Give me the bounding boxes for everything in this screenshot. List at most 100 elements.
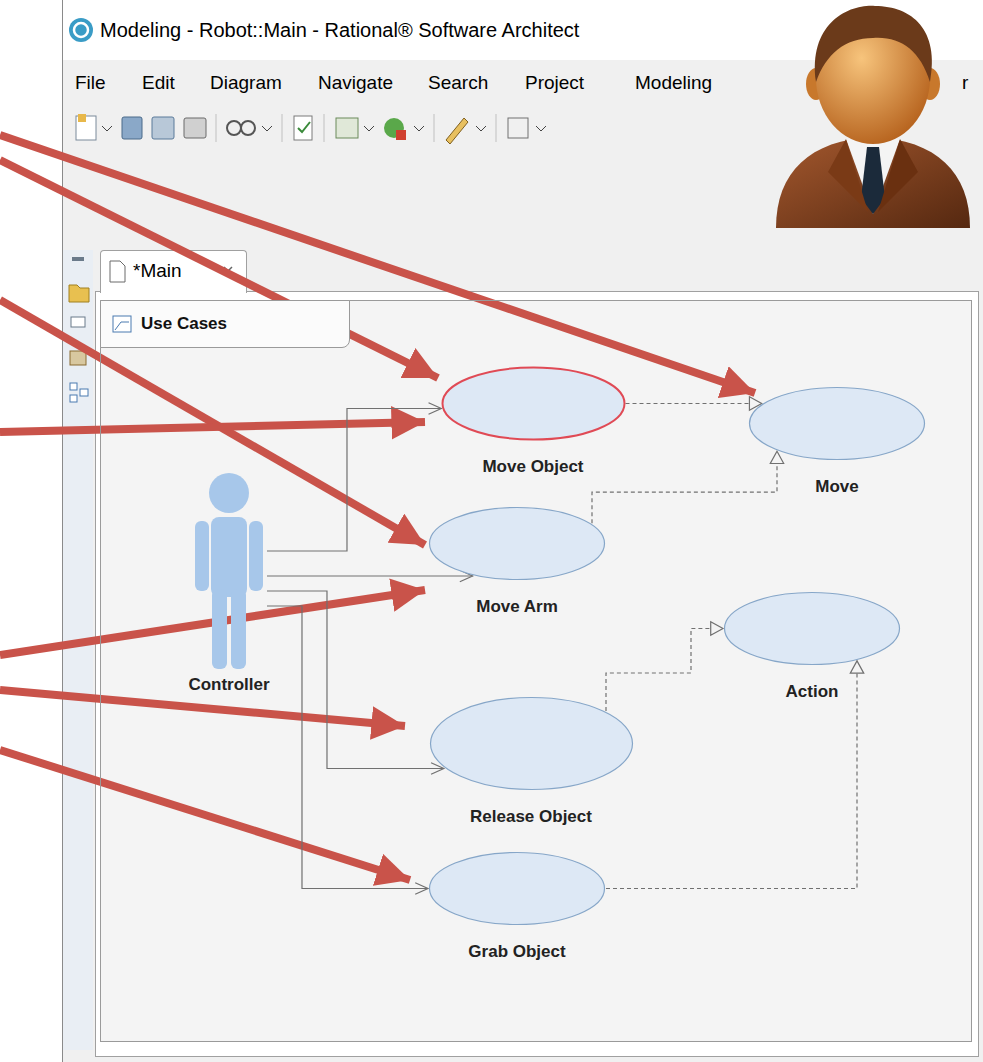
suit — [776, 137, 970, 228]
connector-line — [606, 629, 723, 712]
strip-icon — [72, 257, 84, 261]
use-case: Move — [748, 386, 926, 497]
arrow-head — [429, 403, 442, 414]
frame-icon — [111, 313, 133, 335]
association-connector — [267, 570, 473, 581]
connector-line — [267, 606, 428, 889]
toolbar-dropdown — [364, 126, 374, 131]
use-case-outline — [430, 853, 605, 925]
strip-icon — [70, 351, 86, 365]
menu-item: File — [75, 72, 106, 95]
strip-icon — [71, 317, 85, 327]
actor-leg — [231, 589, 246, 669]
toolbar-separator — [282, 114, 283, 142]
toolbar-icon — [508, 118, 528, 138]
callout-arrow — [0, 160, 438, 378]
connector-line — [592, 451, 777, 523]
use-case-name: Action — [786, 682, 839, 702]
menu-item: Project — [525, 72, 584, 95]
use-case-name: Move — [815, 477, 858, 497]
actor-figure — [191, 471, 267, 671]
generalization-connector — [606, 661, 864, 889]
toolbar-icon — [184, 118, 206, 138]
generalization-connector — [606, 622, 723, 711]
use-case: Move Object — [441, 366, 626, 477]
toolbar-separator — [434, 114, 435, 142]
use-case-outline — [430, 698, 632, 790]
window-title: Modeling - Robot::Main - Rational® Softw… — [100, 18, 579, 42]
use-case: Release Object — [429, 696, 634, 827]
toolbar-separator — [324, 114, 325, 142]
user-icon — [770, 0, 976, 228]
actor-arm — [195, 521, 209, 591]
generalization-head — [770, 451, 783, 463]
use-case-name: Grab Object — [468, 942, 565, 962]
menu-item: Diagram — [210, 72, 282, 95]
diagram-frame: Use CasesMove ObjectMoveController Move A… — [100, 300, 972, 1042]
callout-arrow — [0, 135, 755, 393]
toolbar-icon — [446, 118, 468, 144]
toolbar-separator — [216, 114, 217, 142]
association-connector — [267, 591, 444, 774]
connector-line — [267, 575, 473, 576]
use-case-outline — [750, 388, 925, 460]
use-case-ellipse — [748, 386, 926, 461]
use-case: Grab Object — [428, 851, 606, 962]
menu-item: r — [962, 72, 968, 95]
toolbar-icon — [78, 114, 86, 122]
toolbar-icon — [241, 121, 255, 135]
actor-leg — [212, 589, 227, 669]
callout-arrow — [0, 690, 405, 726]
frame-icon-box — [113, 316, 131, 332]
frame-title: Use Cases — [141, 314, 227, 334]
use-case-outline — [442, 368, 624, 440]
connector-line — [626, 403, 762, 404]
toolbar-icon — [122, 117, 142, 139]
use-case-ellipse — [428, 851, 606, 926]
side-strip — [63, 250, 93, 1050]
lapel — [828, 139, 868, 212]
actor: Controller — [184, 471, 273, 695]
connector-line — [267, 591, 444, 769]
generalization-head — [850, 661, 863, 673]
use-case: Move Arm — [428, 506, 606, 617]
frame-icon-line — [115, 322, 129, 330]
connector-line — [606, 661, 857, 889]
use-case-name: Release Object — [470, 807, 592, 827]
use-case-ellipse — [723, 591, 901, 666]
toolbar-dropdown — [102, 126, 112, 131]
actor-name: Controller — [188, 675, 269, 695]
app-icon-ring — [74, 23, 88, 37]
use-case-name: Move Object — [482, 457, 583, 477]
app-icon-circle — [69, 18, 93, 42]
strip-icon — [80, 389, 88, 396]
callout-arrow — [0, 750, 410, 880]
toolbar-dropdown — [414, 126, 424, 131]
generalization-connector — [626, 397, 762, 410]
callout-arrow — [0, 422, 425, 432]
callout-arrow — [0, 300, 425, 545]
use-case-ellipse — [428, 506, 606, 581]
toolbar-icon — [298, 122, 310, 132]
actor-arm — [249, 521, 263, 591]
generalization-connector — [592, 451, 784, 523]
lapel — [878, 139, 918, 212]
strip-icon — [69, 285, 89, 302]
toolbar-dropdown — [476, 126, 486, 131]
app-icon — [68, 17, 94, 43]
toolbar-icon — [227, 121, 241, 135]
toolbar-icon — [396, 130, 406, 140]
use-case-outline — [430, 508, 605, 580]
association-connector — [267, 606, 428, 894]
association-connector — [267, 403, 441, 551]
use-case-outline — [725, 593, 900, 665]
editor-tab-title: *Main — [133, 260, 182, 283]
menu-item: Edit — [142, 72, 175, 95]
hair — [815, 6, 932, 82]
toolbar-dropdown — [262, 126, 272, 131]
toolbar-icon — [336, 118, 358, 138]
toolbar-separator — [496, 114, 497, 142]
menu-item: Navigate — [318, 72, 393, 95]
generalization-head — [711, 622, 723, 635]
